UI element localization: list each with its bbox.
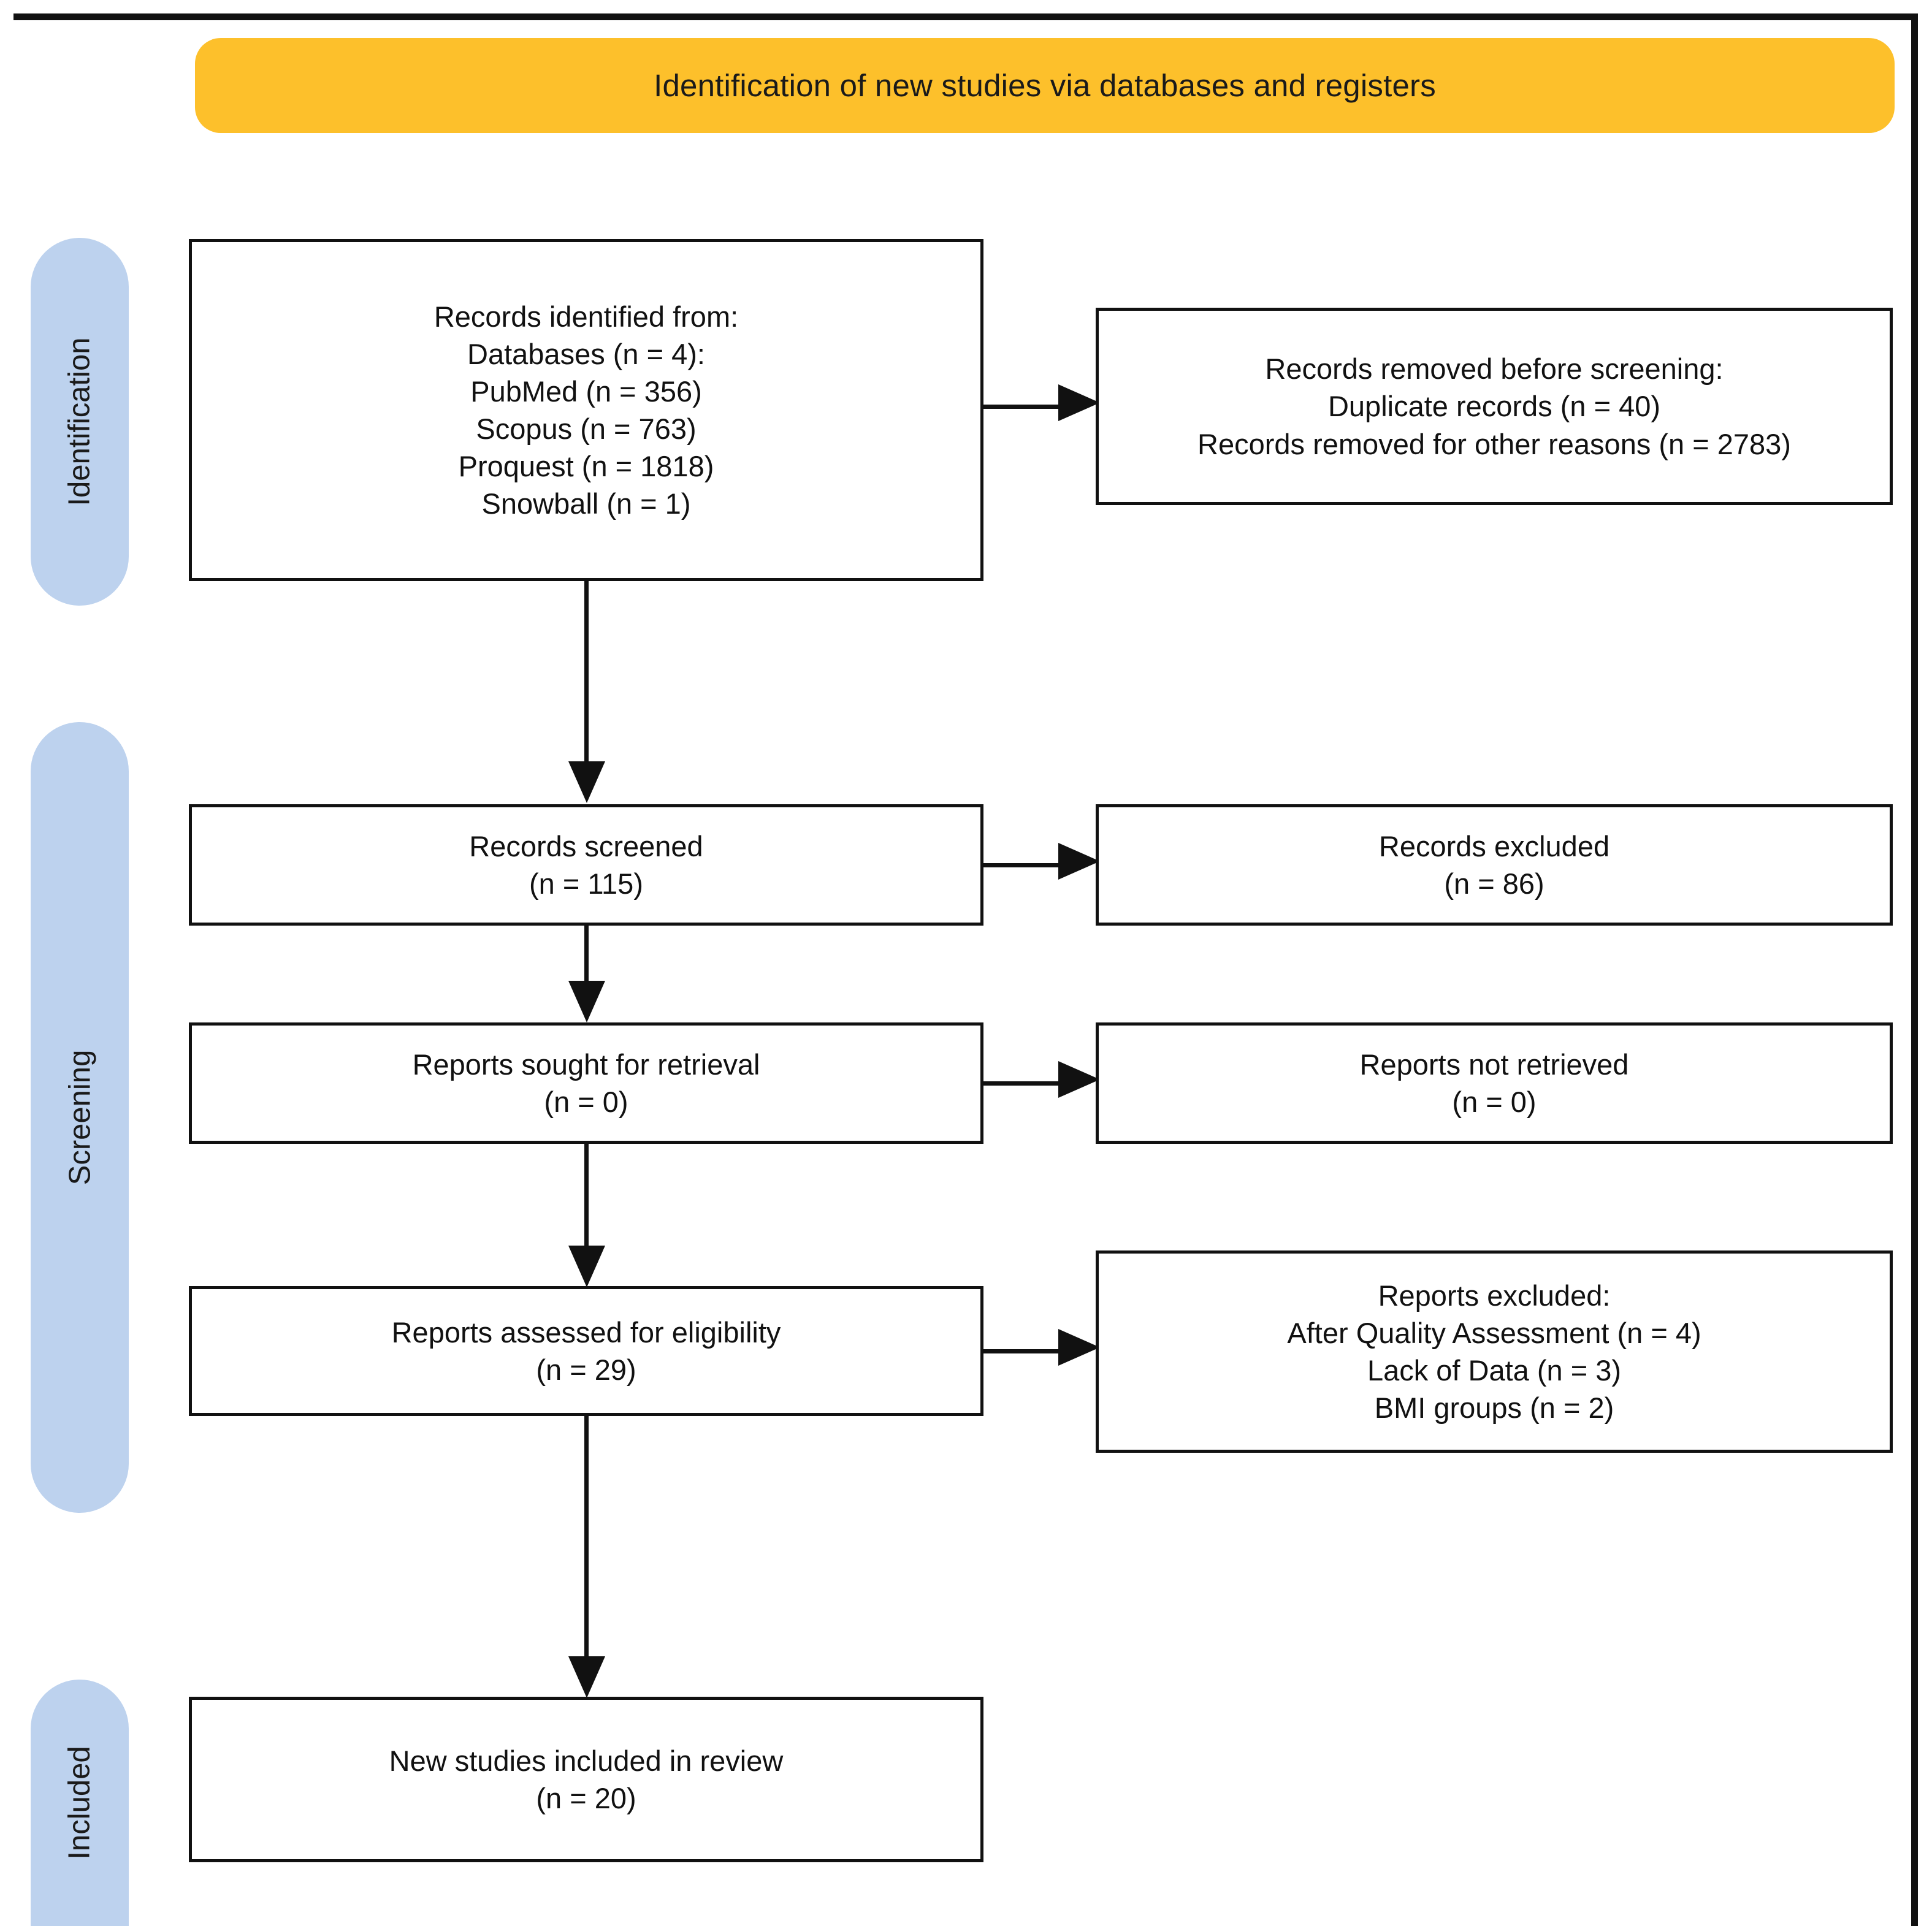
flow-box-records-excluded: Records excluded (n = 86) bbox=[1096, 804, 1893, 926]
flow-box-line: Proquest (n = 1818) bbox=[458, 450, 714, 483]
flow-box-reports-sought-for-retrieval: Reports sought for retrieval (n = 0) bbox=[189, 1022, 983, 1144]
flow-box-line: Records identified from: bbox=[433, 300, 739, 333]
stage-rail-included: Included bbox=[31, 1680, 129, 1926]
arrow-head-right-icon bbox=[1058, 384, 1100, 421]
flow-box-records-screened: Records screened (n = 115) bbox=[189, 804, 983, 926]
flow-box-line: (n = 115) bbox=[529, 867, 643, 900]
connector-sought-to-eligibility bbox=[584, 1144, 589, 1249]
stage-rail-label-screening: Screening bbox=[63, 1049, 96, 1186]
flow-box-reports-excluded: Reports excluded: After Quality Assessme… bbox=[1096, 1250, 1893, 1453]
stage-rail-identification: Identification bbox=[31, 238, 129, 606]
connector-identified-to-screened bbox=[584, 581, 589, 765]
flow-box-reports-not-retrieved: Reports not retrieved (n = 0) bbox=[1096, 1022, 1893, 1144]
flow-box-line: Records excluded bbox=[1378, 829, 1610, 862]
flow-box-line: After Quality Assessment (n = 4) bbox=[1287, 1316, 1701, 1349]
flow-box-line: Duplicate records (n = 40) bbox=[1327, 390, 1661, 423]
flow-box-records-identified: Records identified from: Databases (n = … bbox=[189, 239, 983, 581]
flow-box-line: (n = 0) bbox=[544, 1086, 628, 1118]
flow-box-line: Reports assessed for eligibility bbox=[391, 1315, 781, 1349]
flow-box-line: BMI groups (n = 2) bbox=[1374, 1391, 1614, 1425]
flow-box-line: Records screened bbox=[469, 829, 703, 862]
connector-screened-to-sought bbox=[584, 926, 589, 988]
arrow-head-down-icon bbox=[568, 761, 605, 803]
connector-sought-to-not-retrieved bbox=[983, 1081, 1075, 1086]
flow-box-line: Reports excluded: bbox=[1378, 1279, 1611, 1312]
header-banner: Identification of new studies via databa… bbox=[195, 38, 1895, 133]
connector-eligibility-to-included bbox=[584, 1416, 589, 1661]
flow-box-line: (n = 29) bbox=[536, 1353, 636, 1386]
flow-box-line: Records removed for other reasons (n = 2… bbox=[1197, 427, 1791, 460]
page-top-rule bbox=[13, 13, 1918, 20]
flow-box-reports-assessed-for-eligibility: Reports assessed for eligibility (n = 29… bbox=[189, 1286, 983, 1416]
flow-box-line: Reports not retrieved bbox=[1359, 1048, 1629, 1081]
stage-rail-screening: Screening bbox=[31, 722, 129, 1513]
flow-box-line: PubMed (n = 356) bbox=[470, 375, 702, 408]
arrow-head-right-icon bbox=[1058, 1329, 1100, 1366]
arrow-head-down-icon bbox=[568, 1656, 605, 1698]
arrow-head-down-icon bbox=[568, 981, 605, 1022]
connector-screened-to-excluded bbox=[983, 863, 1075, 867]
connector-identified-to-removed bbox=[983, 405, 1075, 409]
stage-rail-label-identification: Identification bbox=[63, 337, 96, 506]
arrow-head-right-icon bbox=[1058, 1061, 1100, 1098]
flow-box-line: Lack of Data (n = 3) bbox=[1367, 1354, 1622, 1387]
flow-box-line: Snowball (n = 1) bbox=[481, 487, 691, 520]
flow-box-records-removed-before-screening: Records removed before screening: Duplic… bbox=[1096, 308, 1893, 505]
flow-box-new-studies-included-in-review: New studies included in review (n = 20) bbox=[189, 1697, 983, 1862]
stage-rail-label-included: Included bbox=[63, 1746, 97, 1860]
flow-box-line: (n = 86) bbox=[1444, 867, 1544, 900]
page-right-rule bbox=[1911, 13, 1918, 1926]
arrow-head-down-icon bbox=[568, 1246, 605, 1287]
flow-box-line: (n = 0) bbox=[1452, 1086, 1537, 1118]
flow-box-line: (n = 20) bbox=[536, 1782, 636, 1814]
connector-eligibility-to-reports-excluded bbox=[983, 1349, 1075, 1353]
page-title: Identification of new studies via databa… bbox=[654, 68, 1436, 103]
flow-box-line: Records removed before screening: bbox=[1265, 352, 1724, 386]
arrow-head-right-icon bbox=[1058, 843, 1100, 880]
flow-box-line: Reports sought for retrieval bbox=[412, 1048, 760, 1081]
flow-box-line: Databases (n = 4): bbox=[467, 337, 705, 370]
flow-box-line: New studies included in review bbox=[389, 1744, 784, 1777]
flow-box-line: Scopus (n = 763) bbox=[476, 413, 697, 445]
